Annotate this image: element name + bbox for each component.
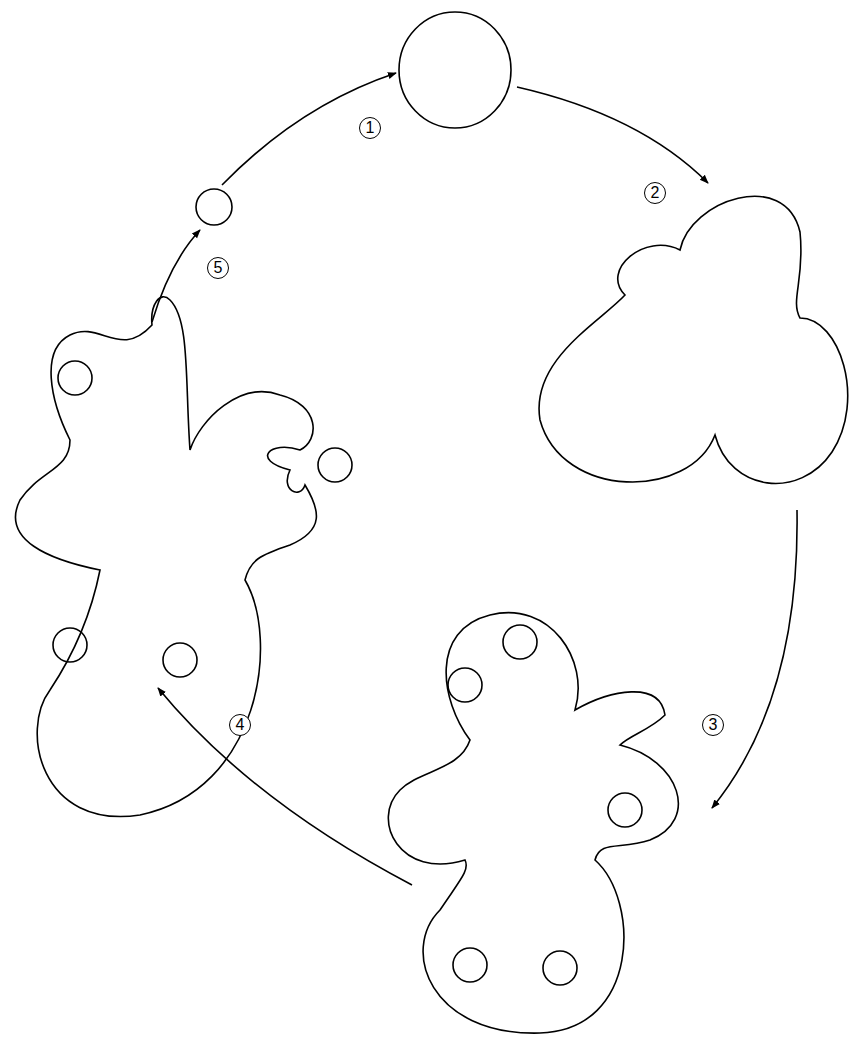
spore xyxy=(163,643,197,677)
small-cell xyxy=(196,189,232,225)
callout-number: 4 xyxy=(229,714,251,736)
spore xyxy=(453,948,487,982)
spore xyxy=(58,361,92,395)
round-cell xyxy=(399,12,511,128)
callout-number: 1 xyxy=(359,117,381,139)
spore xyxy=(53,628,87,662)
released-spore xyxy=(318,448,352,482)
callout-number: 5 xyxy=(207,257,229,279)
lobed-cell xyxy=(539,196,848,483)
spore xyxy=(503,625,537,659)
releasing-cell xyxy=(15,297,316,817)
spore xyxy=(543,951,577,985)
spore xyxy=(448,668,482,702)
spore xyxy=(608,793,642,827)
cycle-arrow xyxy=(152,230,200,322)
cycle-arrow xyxy=(712,510,797,808)
budding-cell xyxy=(388,613,678,1033)
callout-number: 3 xyxy=(702,714,724,736)
cycle-arrow xyxy=(517,87,708,183)
callout-number: 2 xyxy=(644,182,666,204)
cycle-arrow xyxy=(222,73,396,185)
cycle-arrow xyxy=(158,688,412,885)
